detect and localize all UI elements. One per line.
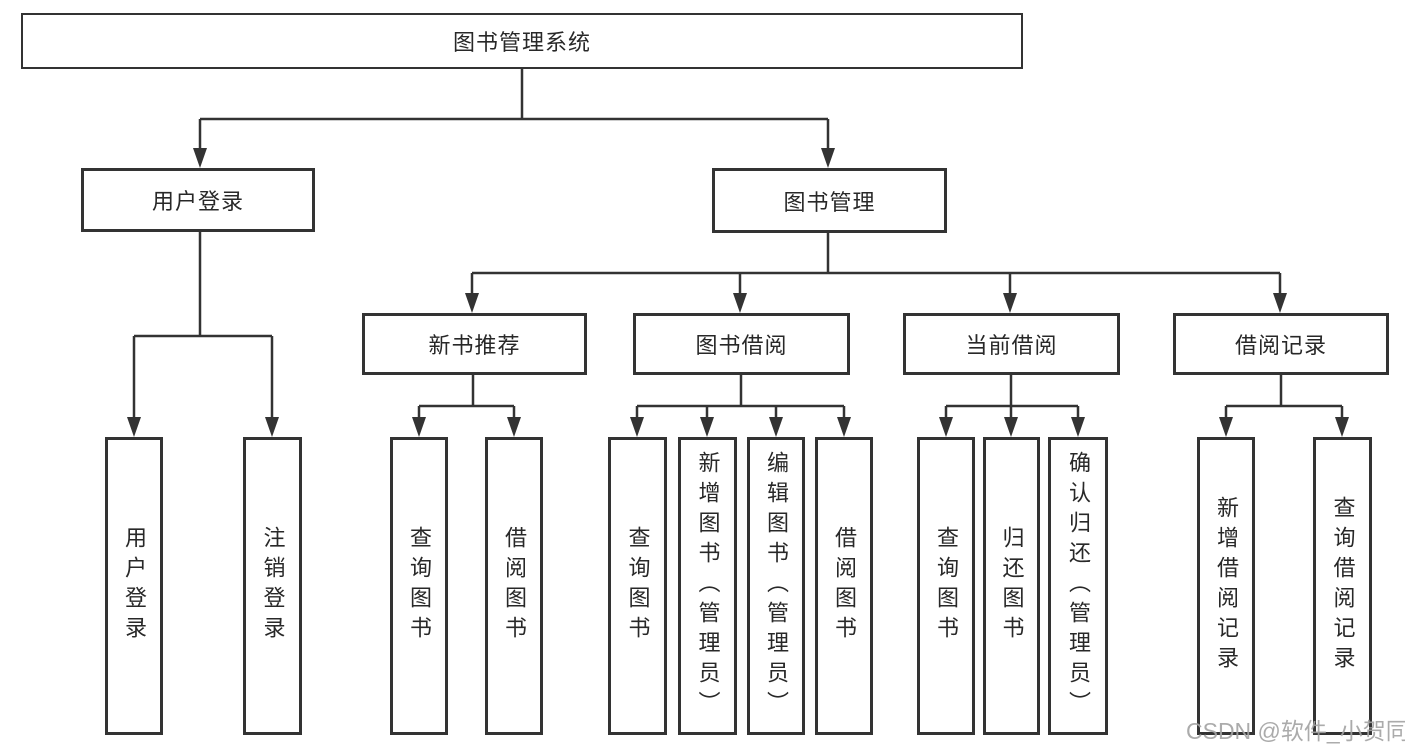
node-borrow-record-label: 借阅记录: [1234, 333, 1327, 358]
connector-recommend-to-leaves: [412, 374, 521, 437]
node-current-borrow: 当前借阅: [903, 313, 1120, 375]
connector-management-to-level3: [465, 232, 1287, 313]
leaf-query-borrow-record: 查询借阅记录: [1313, 437, 1372, 735]
node-borrow-record: 借阅记录: [1173, 313, 1389, 375]
leaf-add-book-admin: 新增图书（管理员）: [678, 437, 737, 735]
node-root-label: 图书管理系统: [452, 30, 591, 55]
node-book-borrow: 图书借阅: [633, 313, 850, 375]
node-user-login: 用户登录: [81, 168, 315, 232]
node-current-borrow-label: 当前借阅: [965, 333, 1058, 358]
node-new-book-recommend: 新书推荐: [362, 313, 587, 375]
leaf-return-book: 归还图书: [983, 437, 1040, 735]
leaf-add-borrow-record-label: 新增借阅记录: [1214, 496, 1239, 676]
leaf-logout: 注销登录: [243, 437, 302, 735]
leaf-query-book-recommend-label: 查询图书: [407, 526, 432, 646]
leaf-logout-label: 注销登录: [260, 526, 286, 646]
leaf-query-borrow-record-label: 查询借阅记录: [1330, 496, 1356, 676]
connector-current-to-leaves: [939, 374, 1085, 437]
connector-borrow-to-leaves: [630, 374, 851, 437]
leaf-borrow-book-recommend-label: 借阅图书: [502, 526, 527, 646]
node-book-management: 图书管理: [712, 168, 947, 233]
leaf-add-borrow-record: 新增借阅记录: [1197, 437, 1255, 735]
leaf-query-book-recommend: 查询图书: [390, 437, 448, 735]
leaf-confirm-return-admin: 确认归还（管理员）: [1048, 437, 1108, 735]
node-book-borrow-label: 图书借阅: [695, 333, 788, 358]
leaf-borrow-book-label: 借阅图书: [832, 526, 857, 646]
node-new-book-recommend-label: 新书推荐: [428, 333, 521, 358]
node-user-login-label: 用户登录: [151, 189, 244, 214]
node-book-management-label: 图书管理: [783, 189, 876, 215]
connector-login-to-leaves: [127, 231, 279, 437]
connector-record-to-leaves: [1219, 374, 1349, 437]
leaf-edit-book-admin-label: 编辑图书（管理员）: [764, 451, 789, 721]
leaf-borrow-book: 借阅图书: [815, 437, 873, 735]
leaf-user-login-label: 用户登录: [122, 526, 147, 646]
leaf-query-book-borrow-label: 查询图书: [625, 526, 651, 646]
leaf-query-book-borrow: 查询图书: [608, 437, 667, 735]
connector-root-to-level2: [193, 68, 835, 168]
leaf-confirm-return-admin-label: 确认归还（管理员）: [1066, 451, 1091, 721]
node-root: 图书管理系统: [21, 13, 1023, 69]
leaf-return-book-label: 归还图书: [999, 526, 1025, 646]
leaf-edit-book-admin: 编辑图书（管理员）: [747, 437, 805, 735]
csdn-watermark: CSDN @软件_小贺同学: [1186, 718, 1405, 744]
leaf-query-book-current: 查询图书: [917, 437, 975, 735]
leaf-query-book-current-label: 查询图书: [934, 526, 959, 646]
leaf-borrow-book-recommend: 借阅图书: [485, 437, 543, 735]
leaf-add-book-admin-label: 新增图书（管理员）: [695, 451, 721, 721]
leaf-user-login: 用户登录: [105, 437, 163, 735]
